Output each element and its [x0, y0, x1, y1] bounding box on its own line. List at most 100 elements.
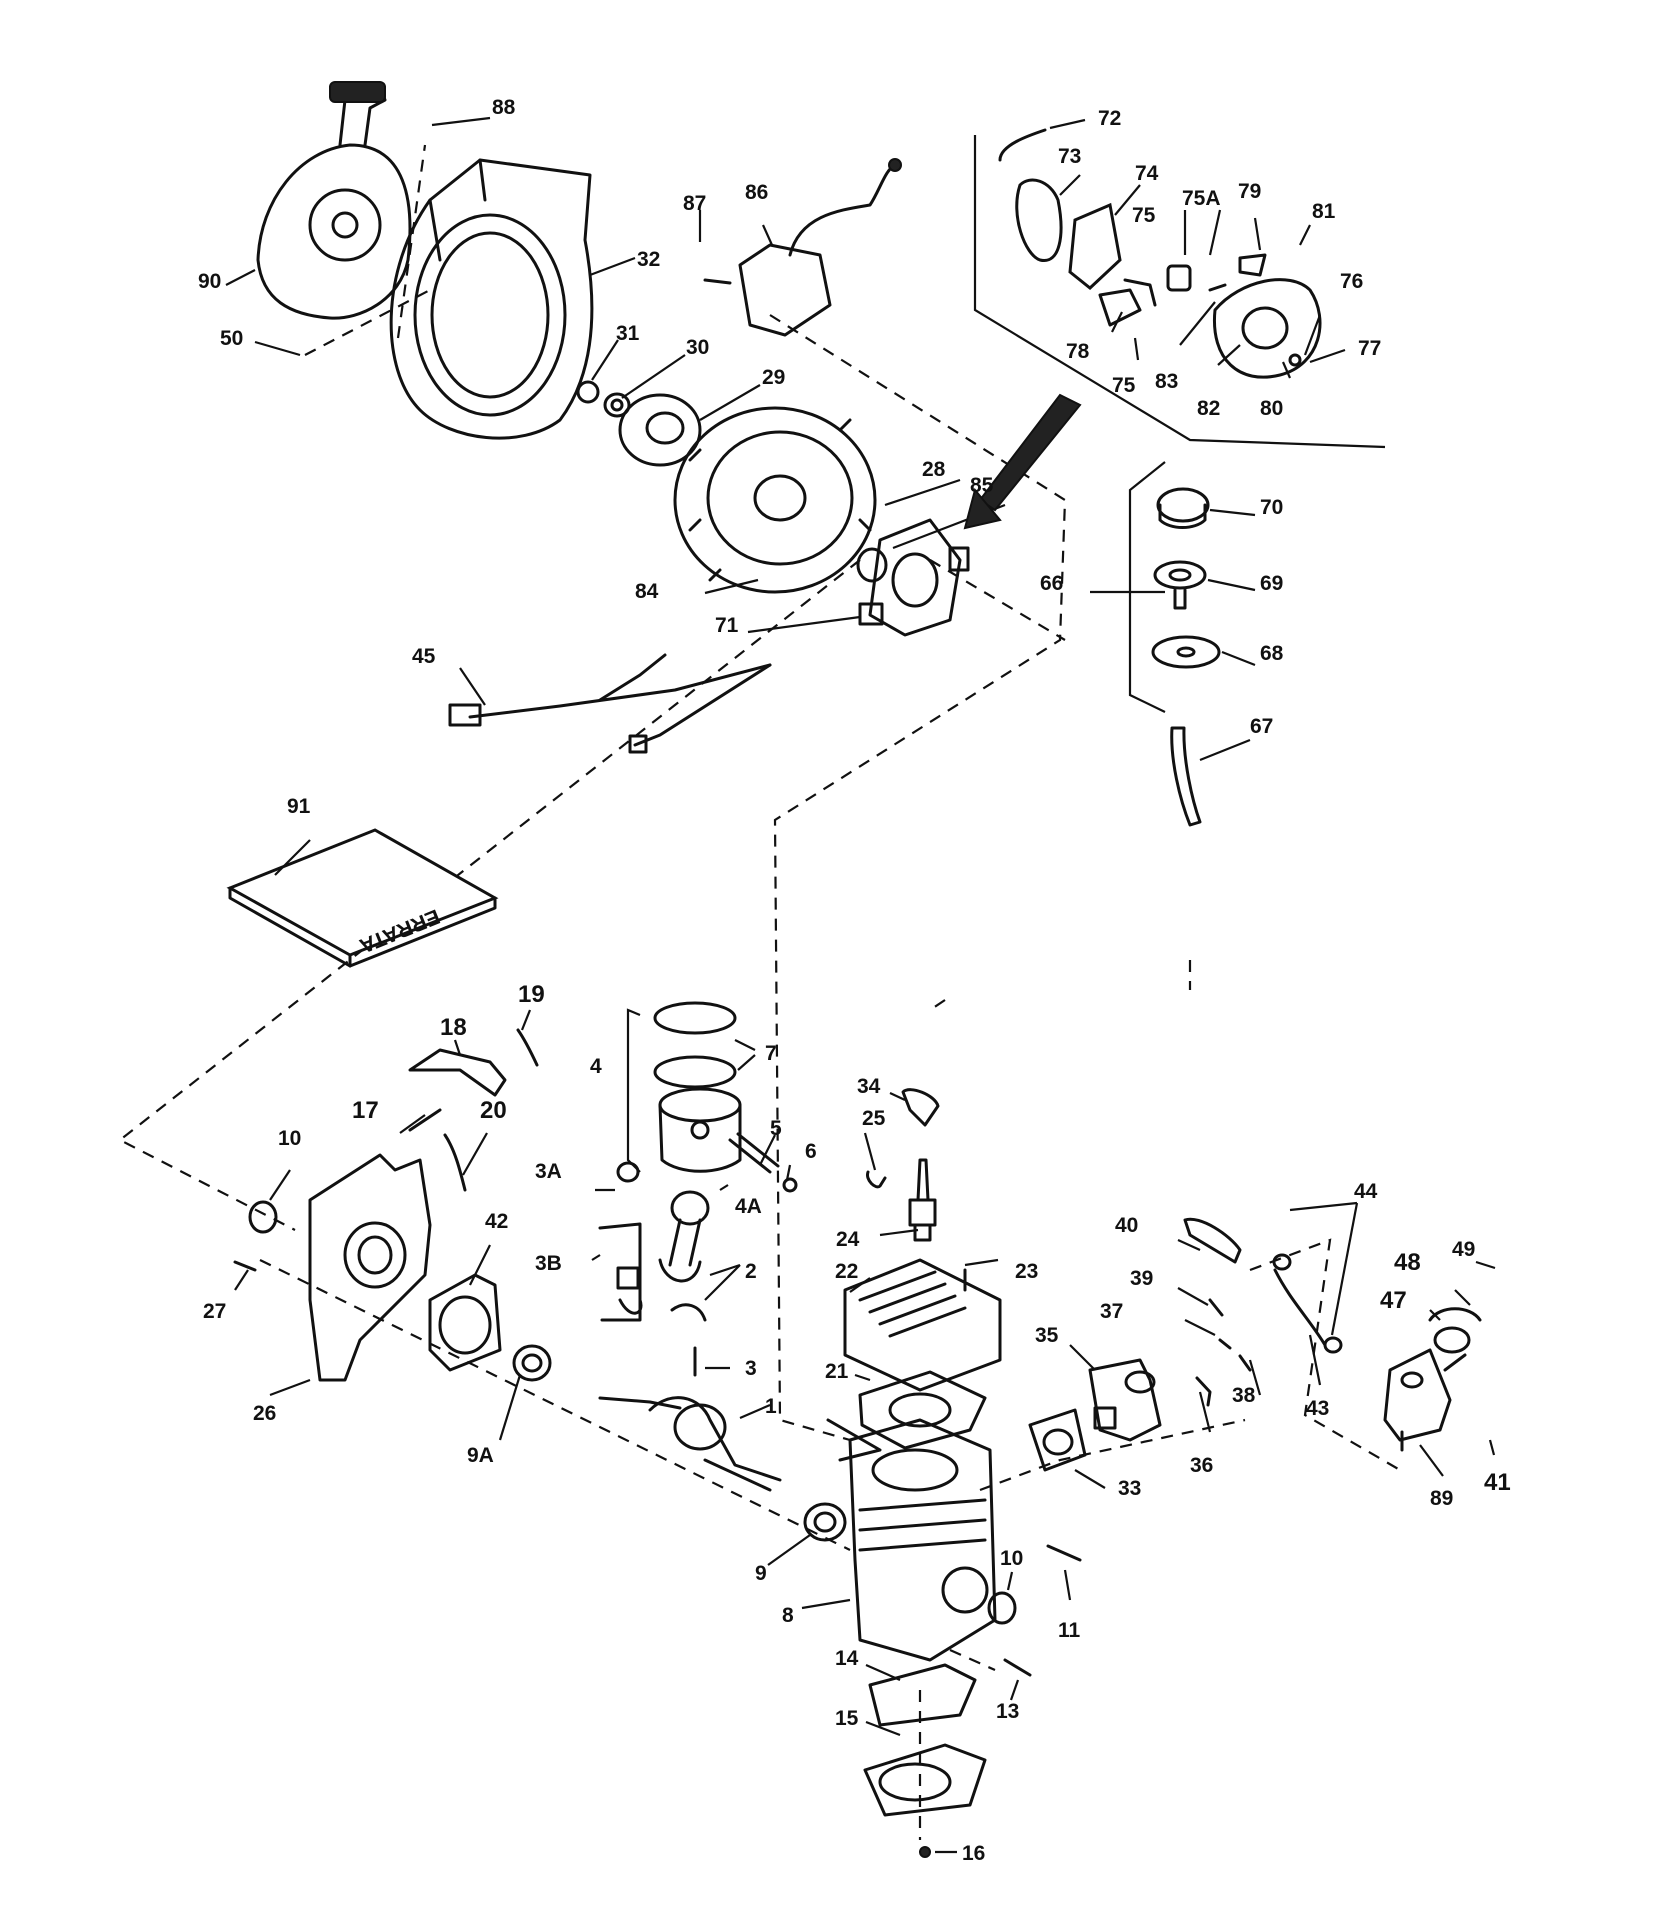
- label-3A: 3A: [535, 1160, 562, 1183]
- label-13: 13: [996, 1700, 1019, 1723]
- crankcase-gasket: [428, 1273, 502, 1372]
- label-87: 87: [683, 192, 706, 215]
- label-43: 43: [1306, 1397, 1329, 1420]
- throttle-parts: [1183, 1217, 1252, 1407]
- connecting-rod: [658, 1190, 710, 1377]
- label-16: 16: [962, 1842, 985, 1865]
- label-41: 41: [1484, 1469, 1511, 1496]
- label-91: 91: [287, 795, 311, 818]
- spark-plug: [866, 1088, 940, 1242]
- label-29: 29: [762, 366, 785, 389]
- flywheel: [673, 406, 877, 594]
- label-32: 32: [637, 248, 660, 271]
- assembly-dashed-lines: [117, 144, 1401, 1840]
- label-89: 89: [1430, 1487, 1453, 1510]
- blower-housing: [389, 158, 594, 440]
- starter-cup: [618, 393, 702, 467]
- needle-bearings: [598, 1222, 643, 1322]
- label-83: 83: [1155, 370, 1178, 393]
- label-37: 37: [1100, 1300, 1123, 1323]
- ignition-coil-module: [703, 158, 902, 337]
- label-80: 80: [1260, 397, 1283, 420]
- label-79: 79: [1238, 180, 1261, 203]
- cylinder-head: [843, 1258, 1002, 1392]
- governor-linkage: [233, 1028, 539, 1272]
- cylinder-block: [826, 1418, 997, 1662]
- crankcase-cover: [308, 1153, 432, 1382]
- label-86: 86: [745, 181, 768, 204]
- label-49: 49: [1452, 1238, 1475, 1261]
- label-75-b: 75: [1112, 374, 1136, 397]
- label-75-a: 75: [1132, 204, 1156, 227]
- label-9: 9: [755, 1562, 767, 1585]
- label-21: 21: [825, 1360, 849, 1383]
- label-10-b: 10: [1000, 1547, 1023, 1570]
- label-3B: 3B: [535, 1252, 562, 1275]
- label-5: 5: [770, 1117, 782, 1140]
- label-77: 77: [1358, 337, 1381, 360]
- label-88: 88: [492, 96, 516, 119]
- label-19: 19: [518, 981, 545, 1008]
- label-40: 40: [1115, 1214, 1138, 1237]
- washer-nut: [576, 380, 631, 418]
- label-68: 68: [1260, 642, 1284, 665]
- label-74: 74: [1135, 162, 1159, 185]
- recoil-starter-housing: [256, 81, 412, 320]
- label-78: 78: [1066, 340, 1090, 363]
- piston-group: [616, 1001, 798, 1193]
- label-14: 14: [835, 1647, 859, 1670]
- stator-plate: [858, 518, 970, 637]
- label-11: 11: [1058, 1619, 1081, 1642]
- label-38: 38: [1232, 1384, 1256, 1407]
- label-82: 82: [1197, 397, 1220, 420]
- bearing-85: [856, 547, 888, 583]
- label-33: 33: [1118, 1477, 1141, 1500]
- label-69: 69: [1260, 572, 1283, 595]
- label-26: 26: [253, 1402, 276, 1425]
- label-50: 50: [220, 327, 243, 350]
- label-81: 81: [1312, 200, 1336, 223]
- label-70: 70: [1260, 496, 1283, 519]
- label-10-a: 10: [278, 1127, 301, 1150]
- label-36: 36: [1190, 1454, 1213, 1477]
- primer-assembly: [1151, 487, 1221, 827]
- seals: [248, 1200, 1017, 1625]
- carburetor: [1383, 1348, 1467, 1452]
- label-44: 44: [1354, 1180, 1378, 1203]
- crankshaft: [598, 1396, 782, 1492]
- label-23: 23: [1015, 1260, 1038, 1283]
- label-8: 8: [782, 1604, 794, 1627]
- base-gasket: [868, 1663, 977, 1727]
- label-66: 66: [1040, 572, 1063, 595]
- intake-gasket: [1028, 1408, 1087, 1472]
- label-25: 25: [862, 1107, 886, 1130]
- label-30: 30: [686, 336, 709, 359]
- label-67: 67: [1250, 715, 1273, 738]
- label-7: 7: [765, 1042, 777, 1065]
- label-48: 48: [1394, 1249, 1421, 1276]
- label-73: 73: [1058, 145, 1081, 168]
- label-42: 42: [485, 1210, 508, 1233]
- label-1: 1: [765, 1395, 777, 1418]
- label-18: 18: [440, 1014, 467, 1041]
- label-84: 84: [635, 580, 659, 603]
- label-75A: 75A: [1182, 187, 1221, 210]
- label-34: 34: [857, 1075, 881, 1098]
- label-35: 35: [1035, 1324, 1059, 1347]
- label-85: 85: [970, 474, 994, 497]
- label-9A: 9A: [467, 1444, 494, 1467]
- wire-harness: [448, 653, 772, 754]
- label-76: 76: [1340, 270, 1363, 293]
- label-24: 24: [836, 1228, 860, 1251]
- ignition-inset-parts: [998, 128, 1322, 379]
- fuel-line-hose: [1272, 1253, 1343, 1354]
- label-4A: 4A: [735, 1195, 762, 1218]
- label-22: 22: [835, 1260, 858, 1283]
- owners-manual-book: ERRATA: [226, 828, 499, 968]
- label-47: 47: [1380, 1287, 1407, 1314]
- label-6: 6: [805, 1140, 817, 1163]
- carb-gasket-spacer: [1428, 1307, 1482, 1354]
- label-31: 31: [616, 322, 640, 345]
- label-45: 45: [412, 645, 436, 668]
